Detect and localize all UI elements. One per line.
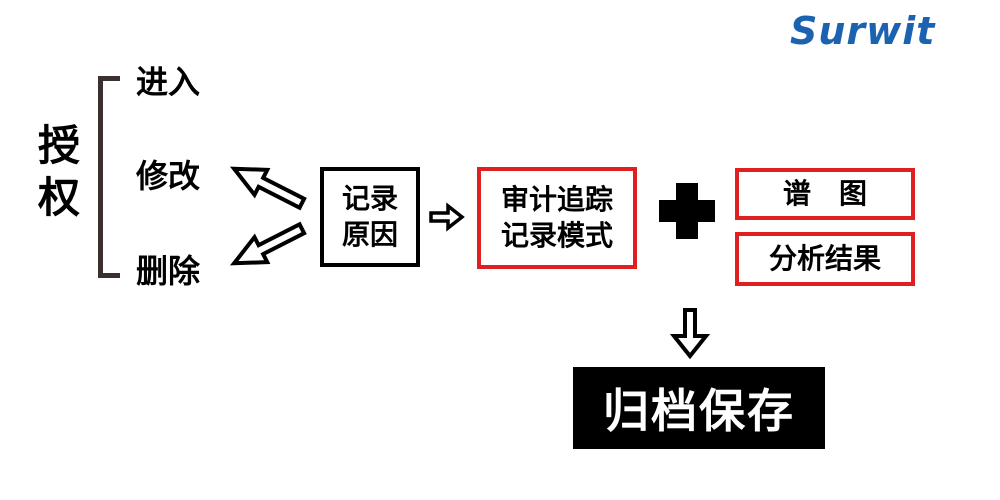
archive-label: 归档保存 xyxy=(603,384,795,438)
record-reason-box: 记录 原因 xyxy=(320,167,420,267)
archive-box: 归档保存 xyxy=(573,367,825,449)
authorization-title: 授权 xyxy=(37,121,80,222)
hollow-arrow-right-icon xyxy=(429,202,465,232)
audit-mode-box: 审计追踪 记录模式 xyxy=(477,167,637,269)
hollow-arrow-left-up-icon xyxy=(229,166,307,211)
analysis-result-box: 分析结果 xyxy=(735,232,915,286)
analysis-result-label: 分析结果 xyxy=(768,242,881,275)
spectrum-box: 谱 图 xyxy=(735,168,915,220)
brand-logo: Surwit xyxy=(790,9,936,53)
spectrum-label: 谱 图 xyxy=(782,177,867,210)
record-reason-line-1: 记录 xyxy=(341,182,398,215)
branch-modify: 修改 xyxy=(136,157,201,195)
plus-icon xyxy=(659,183,715,239)
branch-enter: 进入 xyxy=(136,63,201,101)
branch-delete: 删除 xyxy=(136,252,201,290)
authorization-bracket xyxy=(98,76,120,278)
audit-mode-line-1: 审计追踪 xyxy=(500,183,613,216)
audit-mode-line-2: 记录模式 xyxy=(500,219,613,252)
hollow-arrow-down-icon xyxy=(669,308,711,360)
record-reason-line-2: 原因 xyxy=(341,218,398,251)
hollow-arrow-left-down-icon xyxy=(229,221,307,266)
